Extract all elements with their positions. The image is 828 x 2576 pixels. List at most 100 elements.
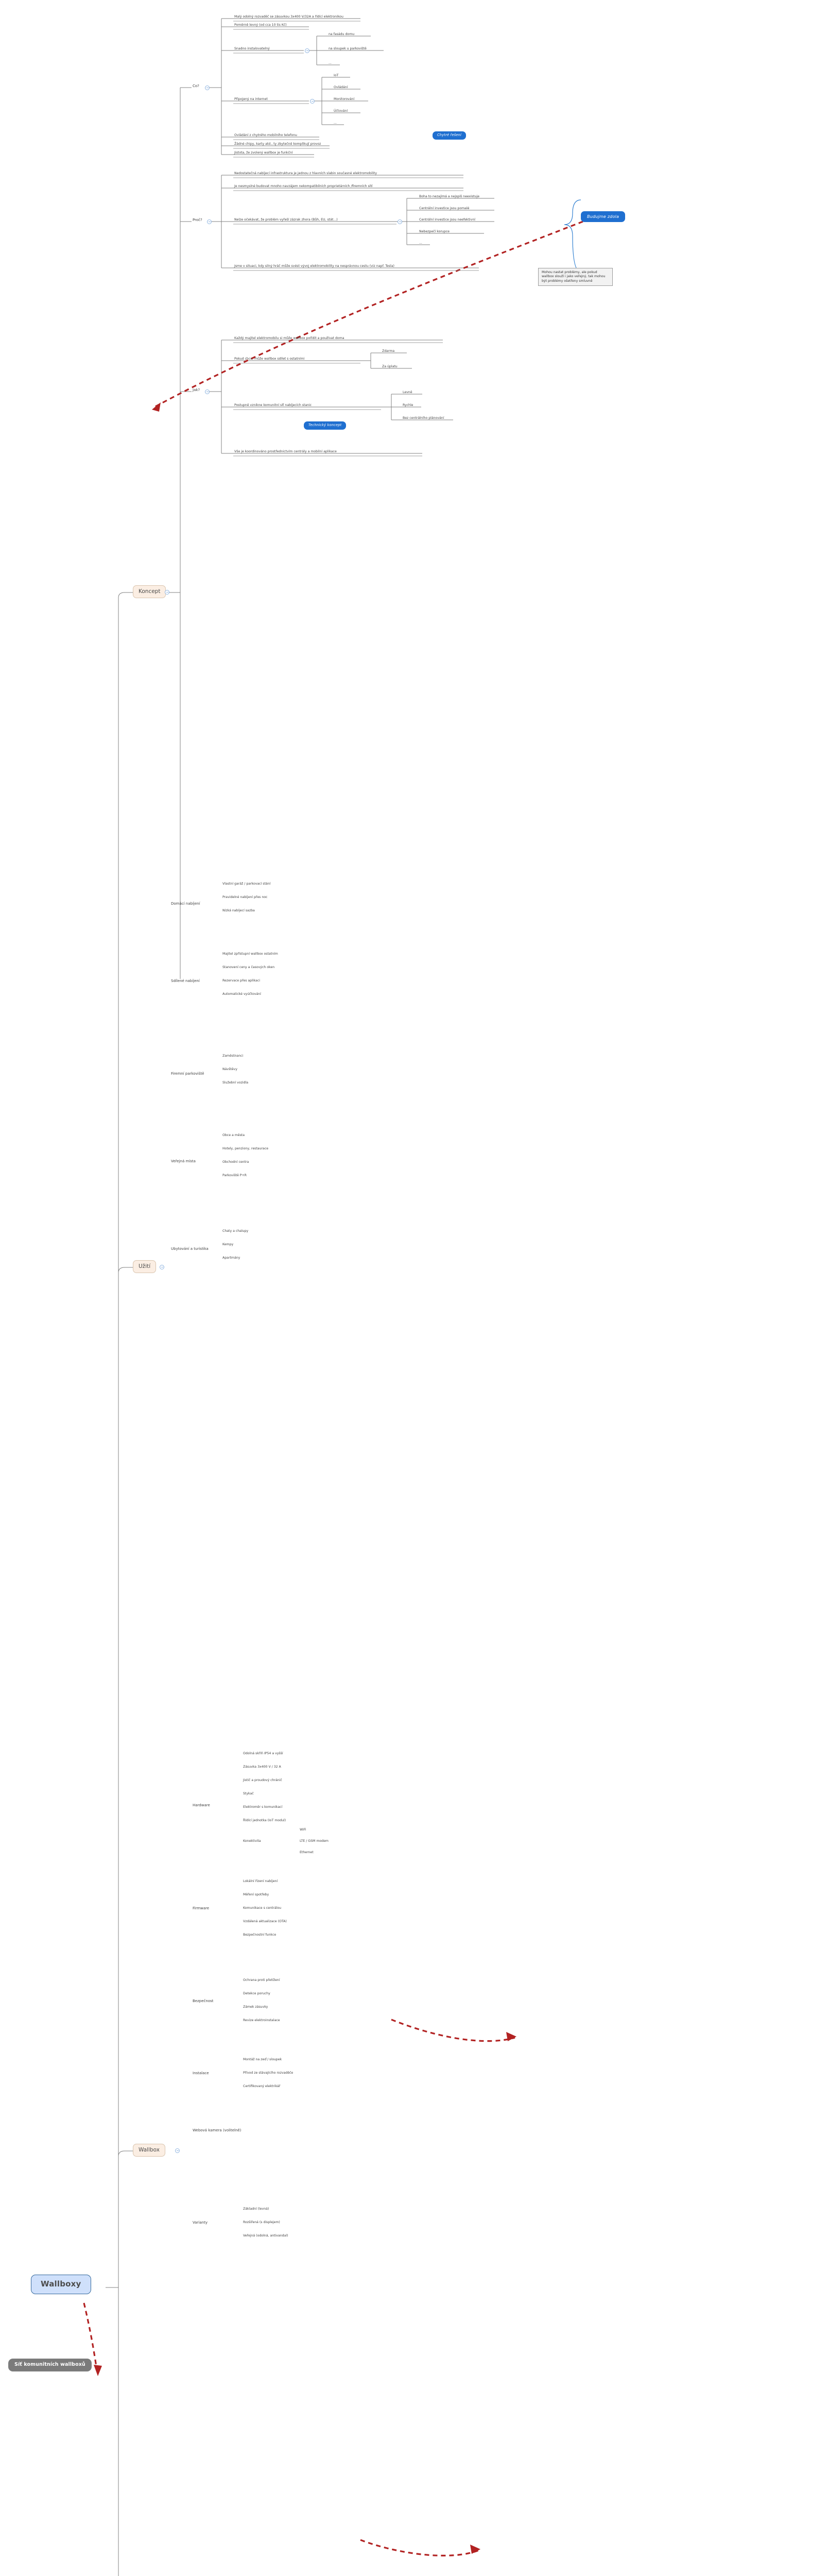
topic-jak-2-2[interactable]: Za úplatu [382,365,398,368]
topic-wallbox-cam[interactable]: Webová kamera (volitelně) [193,2128,242,2132]
toggle-co[interactable] [205,86,210,90]
topic-wallbox-hw-7[interactable]: Konektivita [243,1839,261,1843]
topic-proc-3-5[interactable]: ... [419,241,422,245]
topic-proc-3-3[interactable]: Centrální investice jsou neefektivní [419,218,475,222]
callout-technicky-koncept[interactable]: Technický koncept [304,421,347,430]
summary-node[interactable]: Síť komunitních wallboxů [8,2359,92,2371]
topic-wallbox-inst[interactable]: Instalace [193,2071,209,2075]
topic-uziti-2[interactable]: Sdílené nabíjení [171,979,200,983]
topic-co-4[interactable]: Připojený na internet [234,97,268,101]
topic-proc-4[interactable]: Jsme v situaci, kdy silný hráč může svés… [234,264,394,268]
topic-proc-1[interactable]: Nedostatečná nabíjecí infrastruktura je … [234,172,377,175]
topic-uziti-2-1[interactable]: Majitel zpřístupní wallbox ostatním [222,952,278,956]
topic-wallbox-inst-2[interactable]: Přívod ze stávajícího rozvaděče [243,2071,294,2075]
topic-uziti-4-4[interactable]: Parkoviště P+R [222,1174,247,1177]
callout-chytre-reseni[interactable]: Chytré řešení [433,131,467,140]
topic-jak-1[interactable]: Každý majitel elektromobilu si může wall… [234,336,344,340]
branch-koncept[interactable]: Koncept [133,585,166,599]
topic-co-4-1[interactable]: IoT [334,74,339,77]
topic-uziti-3-3[interactable]: Služební vozidla [222,1081,249,1084]
topic-wallbox-hw-7-3[interactable]: Ethernet [300,1851,314,1854]
topic-wallbox-fw-3[interactable]: Komunikace s centrálou [243,1906,282,1910]
topic-uziti-1[interactable]: Domácí nabíjení [171,902,200,906]
topic-jak-4[interactable]: Vše je koordinováno prostřednictvím cent… [234,450,337,453]
toggle-co-4[interactable] [310,99,315,104]
topic-uziti-1-3[interactable]: Nízká nabíjecí sazba [222,909,255,912]
topic-uziti-5-3[interactable]: Apartmány [222,1256,240,1260]
topic-wallbox-var-2[interactable]: Rozšířená (s displejem) [243,2221,280,2224]
toggle-koncept[interactable] [165,590,169,595]
topic-wallbox-fw-5[interactable]: Bezpečnostní funkce [243,1933,277,1937]
topic-proc[interactable]: Proč? [193,218,202,222]
topic-wallbox-fw[interactable]: Firmware [193,1906,210,1910]
topic-uziti-5-1[interactable]: Chaty a chalupy [222,1229,249,1233]
topic-jak-3-3[interactable]: Bez centrálního plánování [403,416,444,420]
topic-co-4-4[interactable]: Účtování [334,109,348,113]
topic-uziti-4-3[interactable]: Obchodní centra [222,1160,249,1164]
topic-uziti-4-1[interactable]: Obce a města [222,1133,245,1137]
topic-wallbox-hw-3[interactable]: Jistič a proudový chránič [243,1778,282,1782]
topic-uziti-3-1[interactable]: Zaměstnanci [222,1054,244,1058]
toggle-uziti[interactable] [160,1265,164,1269]
topic-uziti-5-2[interactable]: Kempy [222,1243,234,1246]
branch-uziti[interactable]: Užití [133,1260,157,1274]
topic-co-3[interactable]: Snadno instalovatelný [234,47,270,50]
topic-proc-3[interactable]: Nelze očekávat, že problém vyřeší zázrak… [234,218,338,222]
topic-co-3-1[interactable]: na fasádu domu [329,32,355,36]
topic-co-3-2[interactable]: na sloupek u parkoviště [329,47,367,50]
topic-jak-3-2[interactable]: Rychle [403,403,413,407]
topic-wallbox-fw-1[interactable]: Lokální řízení nabíjení [243,1879,278,1883]
topic-jak[interactable]: Jak? [193,388,200,392]
topic-wallbox-var-1[interactable]: Základní (levná) [243,2207,269,2211]
topic-uziti-5[interactable]: Ubytování a turistika [171,1247,209,1251]
branch-wallbox[interactable]: Wallbox [133,2144,165,2157]
topic-wallbox-hw-6[interactable]: Řídící jednotka (IoT modul) [243,1819,286,1822]
callout-note-problemy[interactable]: Mohou nastat problémy, ale pokud wallbox… [538,268,613,286]
callout-budujme-zdola[interactable]: Budujme zdola [581,211,626,223]
topic-co-4-5[interactable]: ... [334,121,337,125]
topic-wallbox-fw-4[interactable]: Vzdálená aktualizace (OTA) [243,1920,287,1923]
topic-wallbox-hw-7-1[interactable]: WiFi [300,1828,306,1832]
topic-wallbox-sec[interactable]: Bezpečnost [193,1999,214,2003]
topic-co-5[interactable]: Ovládání z chytrého mobilního telefonu [234,133,297,137]
topic-wallbox-var-3[interactable]: Veřejná (odolná, antivandal) [243,2234,288,2238]
topic-jak-3[interactable]: Postupně vznikne komunitní síť nabíjecíc… [234,403,312,407]
topic-uziti-3[interactable]: Firemní parkoviště [171,1072,204,1076]
toggle-proc-3[interactable] [398,219,402,224]
topic-co[interactable]: Co? [193,84,199,88]
topic-uziti-1-2[interactable]: Pravidelné nabíjení přes noc [222,895,268,899]
topic-wallbox-hw-1[interactable]: Odolná skříň IP54 a vyšší [243,1752,283,1755]
topic-wallbox-sec-2[interactable]: Detekce poruchy [243,1992,270,1995]
topic-proc-3-1[interactable]: Boha to nezajímá a nejspíš neexistuje [419,195,480,198]
topic-co-4-2[interactable]: Ovládání [334,86,348,89]
topic-wallbox-hw-4[interactable]: Stykač [243,1792,254,1795]
toggle-proc[interactable] [207,219,212,224]
topic-wallbox-sec-3[interactable]: Zámek zásuvky [243,2005,268,2009]
topic-co-6[interactable]: Žádné chipy, karty atd., ty zbytečně kom… [234,142,321,146]
toggle-co-3[interactable] [305,48,309,53]
topic-proc-3-4[interactable]: Nebezpečí korupce [419,230,450,233]
topic-uziti-3-2[interactable]: Návštěvy [222,1067,237,1071]
topic-wallbox-hw-5[interactable]: Elektroměr s komunikací [243,1805,283,1809]
topic-proc-2[interactable]: Je nesmyslné budovat mnoho navzájem neko… [234,184,373,188]
topic-wallbox-var[interactable]: Varianty [193,2221,208,2225]
topic-uziti-4[interactable]: Veřejná místa [171,1159,196,1163]
topic-jak-2-1[interactable]: Zdarma [382,349,395,353]
topic-uziti-2-2[interactable]: Stanovení ceny a časových oken [222,965,275,969]
toggle-wallbox[interactable] [175,2148,180,2153]
topic-wallbox-hw-2[interactable]: Zásuvka 3x400 V / 32 A [243,1765,281,1769]
topic-jak-3-1[interactable]: Levně [403,391,412,394]
topic-wallbox-sec-1[interactable]: Ochrana proti přetížení [243,1978,280,1982]
topic-co-7[interactable]: Jistota, že zvolený wallbox je funkční [234,151,293,155]
topic-wallbox-inst-1[interactable]: Montáž na zeď / sloupek [243,2058,282,2061]
toggle-jak[interactable] [205,389,210,394]
topic-co-3-3[interactable]: ... [329,61,332,65]
topic-jak-2[interactable]: Pokud chce, může wallbox sdílet s ostatn… [234,357,305,361]
topic-wallbox-hw-7-2[interactable]: LTE / GSM modem [300,1839,329,1843]
topic-uziti-1-1[interactable]: Vlastní garáž / parkovací stání [222,882,271,886]
topic-uziti-4-2[interactable]: Hotely, penziony, restaurace [222,1147,269,1150]
topic-wallbox-hw[interactable]: Hardware [193,1803,210,1807]
topic-wallbox-sec-4[interactable]: Revize elektroinstalace [243,2019,280,2022]
topic-wallbox-fw-2[interactable]: Měření spotřeby [243,1893,269,1896]
